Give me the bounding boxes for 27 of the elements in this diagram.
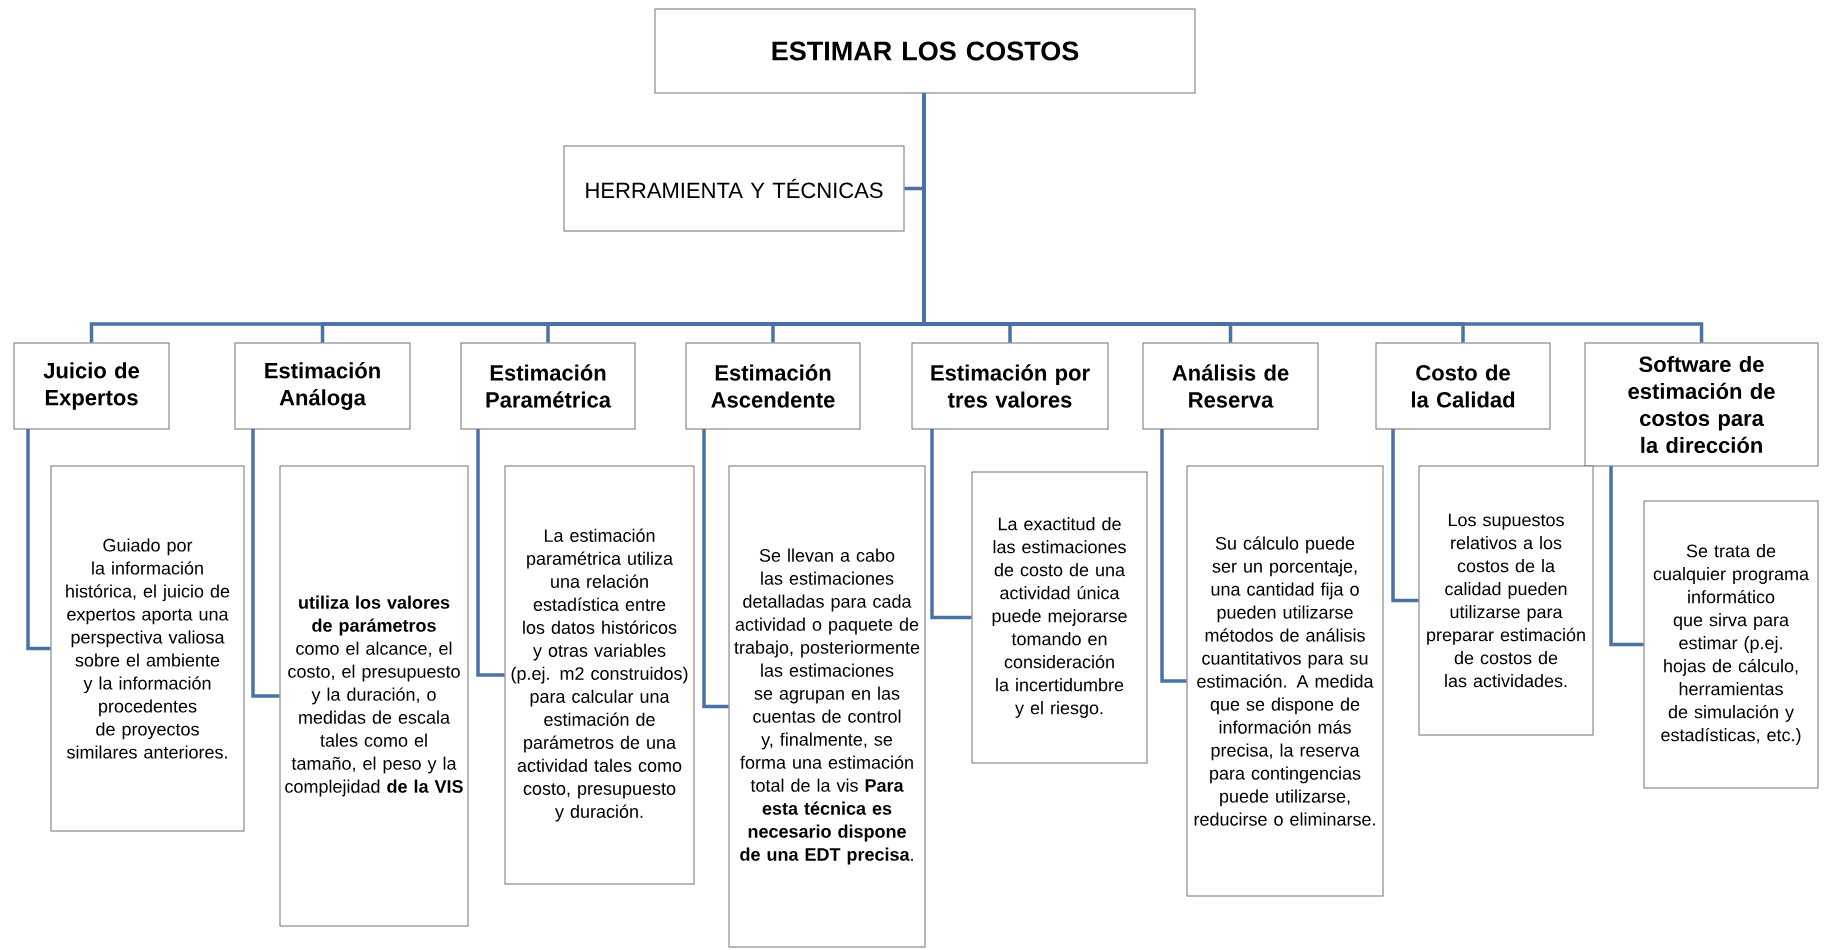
- description-box: Guiado por la información histórica, el juicio de expertos aporta una perspectiva valiosa sobre el ambiente y la información procedentes de proyectos similares anteriores.: [50, 465, 245, 832]
- connector-line: [922, 93, 1704, 343]
- category-box: HERRAMIENTA Y TÉCNICAS: [563, 145, 905, 232]
- technique-box: Juicio de Expertos: [13, 342, 170, 430]
- technique-box: Software de estimación de costos para la dirección: [1584, 342, 1819, 467]
- technique-box: Estimación por tres valores: [911, 342, 1109, 430]
- connector-line: [1391, 429, 1419, 603]
- description-box: La exactitud de las estimaciones de costo de una actividad única puede mejorarse tomando en consideración la incertidumbre y el riesgo.: [971, 471, 1148, 764]
- connector-line: [930, 429, 972, 620]
- description-box: La estimación paramétrica utiliza una relación estadística entre los datos históricos y otras variables (p.ej. m2 construidos) para calcular una estimación de parámetros de una actividad tales como costo, presupuesto y duración.: [504, 465, 695, 885]
- connector-line: [251, 429, 280, 698]
- description-box: Los supuestos relativos a los costos de la calidad pueden utilizarse para preparar estimación de costos de las actividades.: [1418, 465, 1594, 736]
- description-box: utiliza los valores de parámetros como el alcance, el costo, el presupuesto y la duración, o medidas de escala tales como el tamaño, el peso y la complejidad de la VIS: [279, 465, 469, 927]
- technique-box: Costo de la Calidad: [1375, 342, 1551, 430]
- technique-box: Estimación Análoga: [234, 342, 411, 430]
- connector-line: [702, 429, 729, 709]
- technique-box: Análisis de Reserva: [1142, 342, 1319, 430]
- description-box: Su cálculo puede ser un porcentaje, una cantidad fija o pueden utilizarse métodos de análisis cuantitativos para su estimación. A medida que se dispone de información más precisa, la reserva para contingencias puede utilizarse, reducirse o eliminarse.: [1186, 465, 1384, 897]
- connector-line: [1160, 429, 1187, 683]
- technique-box: Estimación Paramétrica: [460, 342, 636, 430]
- connector-line: [1609, 466, 1644, 647]
- technique-box: Estimación Ascendente: [685, 342, 861, 430]
- description-box: Se trata de cualquier programa informático que sirva para estimar (p.ej. hojas de cálculo, herramientas de simulación y estadísticas, etc.): [1643, 500, 1819, 789]
- connector-line: [26, 429, 51, 651]
- description-box: Se llevan a cabo las estimaciones detalladas para cada actividad o paquete de trabajo, posteriormente las estimaciones se agrupan en las cuentas de control y, finalmente, se forma una estimación total de la vis Para esta técnica es necesario dispone de una EDT precisa.: [728, 465, 926, 948]
- title-box: ESTIMAR LOS COSTOS: [654, 8, 1196, 94]
- connector-line: [476, 429, 505, 677]
